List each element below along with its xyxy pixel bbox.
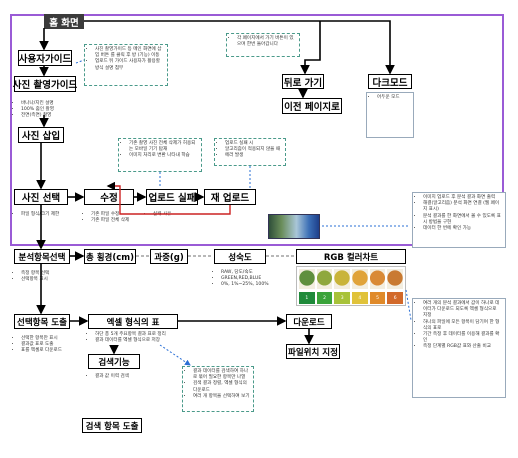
select-output-node[interactable]: 선택항목 도출 <box>14 314 70 329</box>
photo-select-notes: 파일 형식/크기 제한 <box>14 212 74 218</box>
rgb-level-cell: 5 <box>369 292 386 304</box>
prev-page-node[interactable]: 이전 페이지로 <box>282 98 342 114</box>
user-guide-node[interactable]: 사용자가이드 <box>18 50 72 66</box>
rgb-swatch <box>316 269 333 289</box>
photo-select-node[interactable]: 사진 선택 <box>14 189 68 205</box>
main-screen-frame <box>10 14 504 246</box>
rgb-level-cell: 1 <box>299 292 315 304</box>
analysis-items-notes: 측정 항목 선택선택항목 표시 <box>14 271 74 283</box>
search-node[interactable]: 검색기능 <box>88 354 140 369</box>
reupload-node[interactable]: 재 업로드 <box>204 189 256 205</box>
rgb-level-cell: 4 <box>352 292 368 304</box>
analysis-preview-image <box>268 214 320 239</box>
darkmode-node[interactable]: 다크모드 <box>368 74 412 89</box>
rgb-level-cell: 2 <box>316 292 333 304</box>
rgb-level-cell: 3 <box>334 292 351 304</box>
edit-node[interactable]: 수정 <box>84 189 134 205</box>
back-note: 각 페이지에서 가기 버튼이 있으며 한번 돌아갑니다 <box>226 33 300 57</box>
excel-notes: 하단 총 5개 주요항목 결과 표로 정리결과 데이터를 엑셀 형식으로 저장 <box>88 332 192 344</box>
guide-note: 사진 촬영가이드 등 메인 화면에 삽입 버튼 를 클릭 후 방 (기능) 이동… <box>84 44 168 86</box>
rgb-swatch <box>369 269 386 289</box>
photo-guide-node[interactable]: 사진 촬영가이드 <box>13 76 77 92</box>
edit-notes: 기존 파일 수정기존 파일 전체 삭제 <box>84 212 134 224</box>
upload-fail-node[interactable]: 업로드 실패 <box>146 189 198 205</box>
ripeness-node[interactable]: 성숙도 <box>214 249 266 264</box>
length-node[interactable]: 총 횡경(cm) <box>84 249 136 264</box>
rgb-chart-node[interactable]: RGB 컬러차트 <box>296 249 406 264</box>
photo-guide-notes: 바나나/지킨 설명100% 줌인 촬영전면(측면) 촬영 <box>14 101 74 119</box>
photo-insert-node[interactable]: 사진 삽입 <box>18 127 64 143</box>
edit-note: 기존 촬영 사진 전체 삭제가 허용되는 모바일 기기 탑재이미지 처리로 변환… <box>118 138 202 172</box>
weight-node[interactable]: 과중(g) <box>150 249 188 264</box>
result-note: 이미지 업로드 후 분석 결과 화면 출력해결(알고리즘) 분석 화면 연결 (… <box>412 192 506 248</box>
rgb-swatch <box>299 269 315 289</box>
darkmode-note: 어두운 모드 <box>366 92 414 138</box>
upload-fail-notes: 실패 사유 <box>146 212 196 218</box>
select-output-notes: 선택한 항목만 표시결과값 표로 도출표를 엑셀로 다운로드 <box>14 336 74 354</box>
rgb-level-cell: 6 <box>387 292 404 304</box>
search-notes: 결과 값 이력 검색 <box>88 374 148 380</box>
home-node[interactable]: 홈 화면 <box>44 14 84 29</box>
file-location-node[interactable]: 파일위치 지정 <box>286 344 340 359</box>
search-output-node[interactable]: 검색 항목 도출 <box>82 418 142 433</box>
download-node[interactable]: 다운로드 <box>286 314 332 329</box>
upload-note: 업로드 실패 시알고리즘이 적용되지 않을 때에러 발생 <box>214 138 286 166</box>
back-node[interactable]: 뒤로 가기 <box>282 74 324 89</box>
excel-spec-note: 여러 개의 분석 결과에서 값이 하나로 데이터가 다운로드 되도록 엑셀 형식… <box>412 298 506 398</box>
analysis-items-node[interactable]: 분석항목선택 <box>14 249 70 264</box>
ripeness-notes: RAW, 당도/숙도GREEN,RED,BLUE0%, 1%~25%, 100% <box>214 270 284 288</box>
excel-table-node[interactable]: 엑셀 형식의 표 <box>88 314 178 329</box>
rgb-swatch <box>387 269 404 289</box>
rgb-swatch <box>334 269 351 289</box>
rgb-swatch <box>352 269 368 289</box>
search-note: 결과 데이터를 검색하여 하나로 묶어 필요한 항목만 나열검색 결과 정렬, … <box>182 366 254 412</box>
